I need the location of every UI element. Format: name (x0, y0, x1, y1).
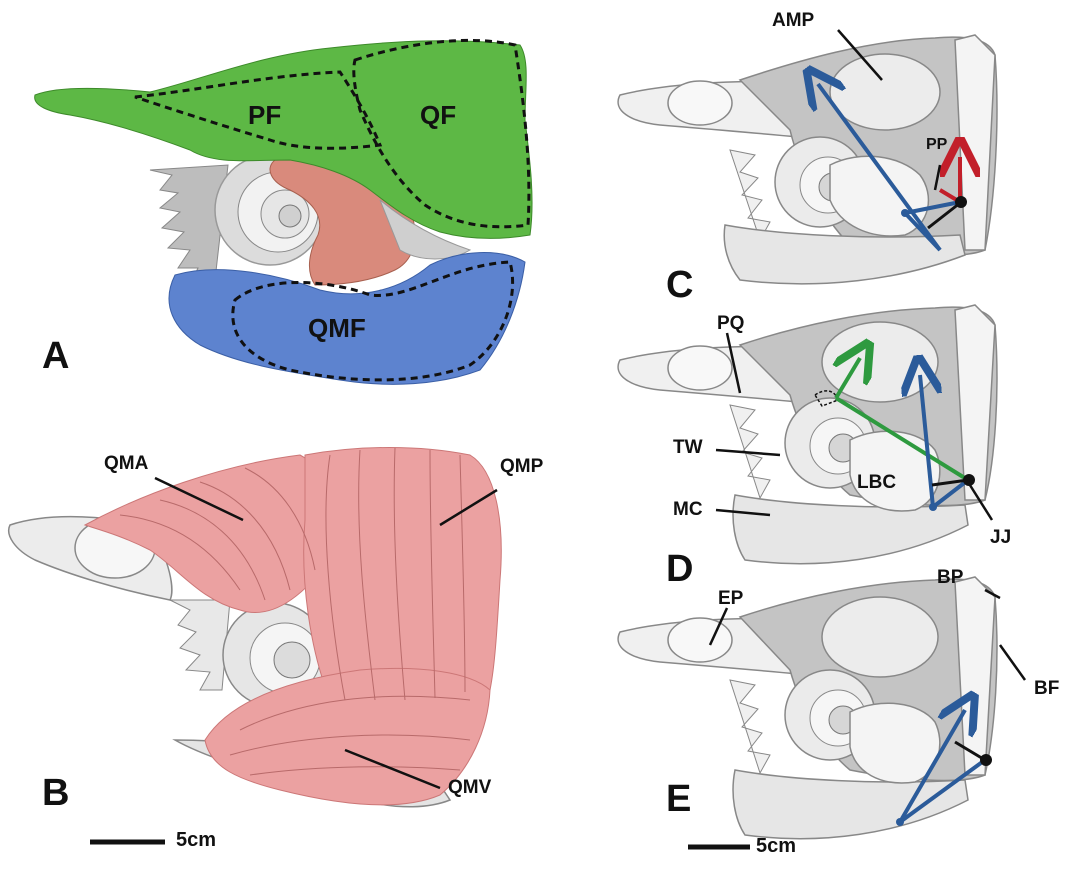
label-bf: BF (1034, 678, 1060, 699)
label-qmp: QMP (500, 456, 544, 477)
panel-letter-c: C (666, 264, 694, 306)
label-qma: QMA (104, 453, 149, 474)
label-pq: PQ (717, 313, 745, 334)
panel-a-tooth-whorl (149, 154, 326, 286)
panel-letter-d: D (666, 548, 694, 590)
label-pf: PF (248, 100, 282, 130)
amp-muscle-shape (829, 53, 941, 131)
panel-a-illustration (34, 38, 533, 385)
label-mc: MC (673, 499, 703, 520)
lbc-shape (849, 430, 941, 512)
label-lbc: LBC (857, 472, 897, 493)
label-pp: PP (926, 136, 948, 153)
label-amp: AMP (772, 10, 815, 31)
label-tw: TW (673, 437, 703, 458)
muscle-fibers (119, 447, 471, 776)
label-qmf: QMF (308, 313, 366, 343)
label-jj: JJ (990, 527, 1012, 548)
panel-letter-b: B (42, 772, 70, 814)
qmf-outline (231, 260, 515, 382)
scale-label-e: 5cm (756, 835, 797, 857)
scale-label-b: 5cm (176, 829, 217, 851)
label-ep: EP (718, 588, 744, 609)
label-qmv: QMV (448, 777, 492, 798)
qmv-muscle (204, 667, 491, 806)
panel-b-illustration (8, 447, 502, 808)
label-qf: QF (420, 100, 457, 130)
qf-outline (352, 38, 531, 229)
panel-a-blue-region (168, 252, 526, 385)
panel-letter-a: A (42, 335, 70, 377)
panel-c-illustration (617, 29, 998, 285)
label-bp: BP (937, 567, 964, 588)
panel-b-tooth-whorl (169, 599, 328, 708)
panel-e-illustration (617, 576, 1027, 840)
qmp-muscle (303, 447, 502, 703)
panel-letter-e: E (666, 778, 692, 820)
panel-d-illustration (617, 304, 998, 565)
pf-outline (134, 70, 383, 150)
